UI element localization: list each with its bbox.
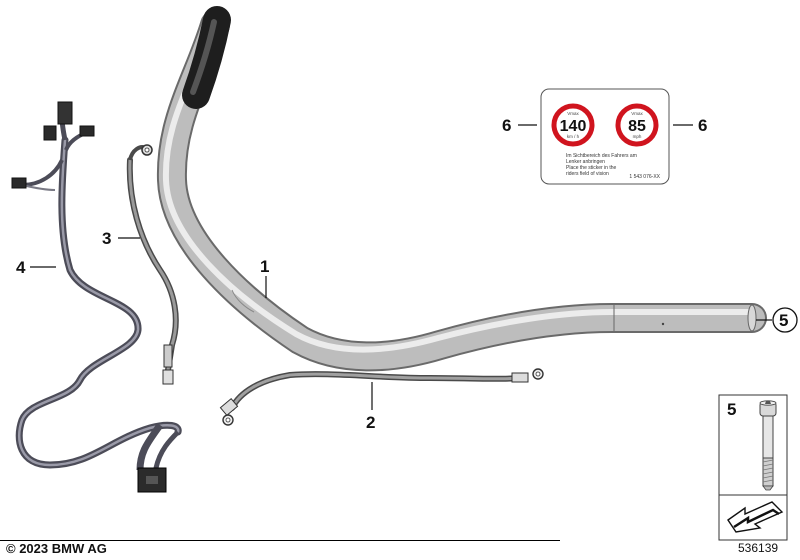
- diagram-id: 536139: [738, 541, 779, 555]
- right-sign-top: Vmax: [631, 111, 643, 116]
- screw-inset: 5: [718, 394, 788, 496]
- arrow-symbol-inset: [718, 494, 788, 541]
- sticker-text-line-3: Place the sticker in the: [566, 165, 617, 171]
- right-sign-value: 85: [628, 118, 646, 135]
- speed-sticker: Vmax 140 km / h Vmax 85 mph Im Sichtbere…: [540, 88, 670, 185]
- callout-label-3: 3: [102, 229, 111, 248]
- callout-3: 3: [102, 229, 140, 248]
- inset-screw-label: 5: [727, 400, 736, 419]
- callout-6-left: 6: [502, 116, 537, 135]
- left-sign-top: Vmax: [567, 111, 579, 116]
- callout-label-6-left: 6: [502, 116, 511, 135]
- footer-divider: [0, 540, 560, 541]
- callout-label-6-right: 6: [698, 116, 707, 135]
- right-sign-unit: mph: [633, 134, 642, 139]
- sticker-part-number: 1 543 076-XX: [629, 174, 660, 180]
- left-sign-value: 140: [560, 118, 587, 135]
- callout-6-right: 6: [673, 116, 707, 135]
- callout-label-2: 2: [366, 413, 375, 432]
- handlebar: [156, 6, 767, 372]
- callout-4: 4: [16, 258, 56, 277]
- sticker-text-line-4: riders field of vision: [566, 171, 609, 177]
- callout-label-5: 5: [779, 311, 788, 330]
- arrow-icon: [727, 501, 784, 533]
- sticker-text-line-1: Im Sichtbereich des Fahrers am: [566, 153, 637, 159]
- sticker-text-line-2: Lenker anbringen: [566, 159, 605, 165]
- callout-5: 5: [756, 307, 798, 333]
- callout-label-4: 4: [16, 258, 26, 277]
- upper-brake-line: [126, 144, 179, 385]
- left-sign-unit: km / h: [567, 134, 580, 139]
- wiring-harness: [11, 101, 182, 493]
- callout-label-1: 1: [260, 257, 269, 276]
- callout-1: 1: [260, 257, 269, 298]
- callout-2: 2: [366, 382, 375, 432]
- copyright-text: © 2023 BMW AG: [6, 541, 107, 556]
- lower-brake-line: [219, 368, 544, 426]
